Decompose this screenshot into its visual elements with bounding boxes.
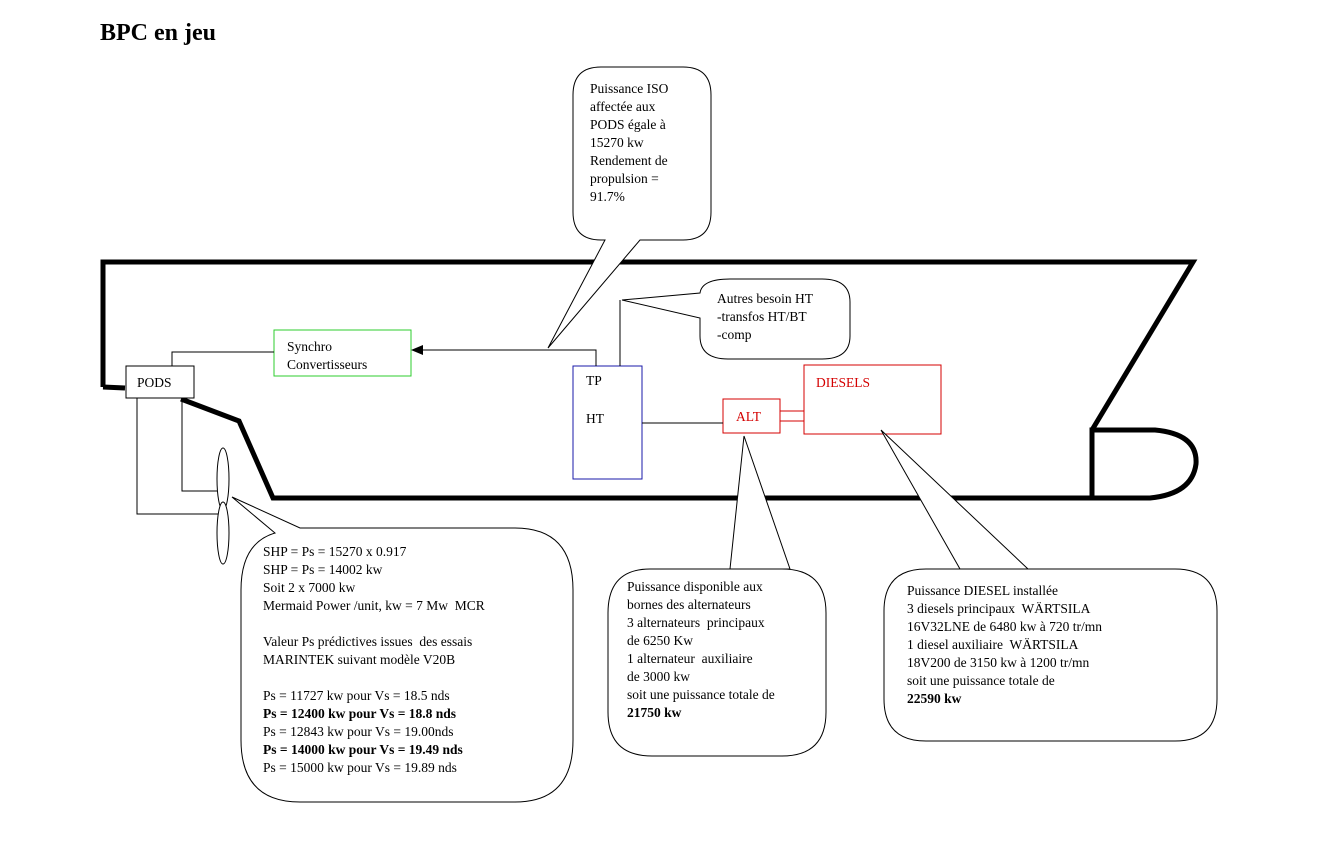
callout-alternators-line: 3 alternateurs principaux bbox=[627, 615, 765, 630]
callout-ht-needs-line: -comp bbox=[717, 327, 752, 342]
callout-iso-line: Rendement de bbox=[590, 153, 668, 168]
callout-diesel-line: 16V32LNE de 6480 kw à 720 tr/mn bbox=[907, 619, 1102, 634]
connection-lines bbox=[136, 300, 723, 515]
callout-shp-line: MARINTEK suivant modèle V20B bbox=[263, 652, 456, 667]
callout-iso-line: 15270 kw bbox=[590, 135, 644, 150]
callout-shp-line: Ps = 12843 kw pour Vs = 19.00nds bbox=[263, 724, 454, 739]
callout-shp-line: Ps = 11727 kw pour Vs = 18.5 nds bbox=[263, 688, 450, 703]
callout-alternators-bubble bbox=[607, 435, 827, 757]
page-title: BPC en jeu bbox=[100, 20, 216, 46]
pods-box bbox=[125, 365, 195, 399]
callout-diesel-line: soit une puissance totale de bbox=[907, 673, 1055, 688]
callout-alternators-line: soit une puissance totale de bbox=[627, 687, 775, 702]
callout-shp-line-bold: Ps = 12400 kw pour Vs = 18.8 nds bbox=[263, 706, 457, 721]
tp-ht-box bbox=[572, 365, 643, 480]
callout-diesel-total: 22590 kw bbox=[907, 691, 962, 706]
callout-shp-line: Mermaid Power /unit, kw = 7 Mw MCR bbox=[263, 598, 485, 613]
callout-alternators-line: bornes des alternateurs bbox=[627, 597, 751, 612]
bulbous-bow bbox=[1089, 427, 1199, 501]
diesels-label: DIESELS bbox=[816, 375, 870, 390]
callout-ht-needs-line: Autres besoin HT bbox=[717, 291, 813, 306]
callout-alternators-line: 1 alternateur auxiliaire bbox=[627, 651, 753, 666]
callout-diesel-bubble bbox=[880, 429, 1218, 742]
alt-diesels-link bbox=[780, 410, 804, 422]
callout-iso-line: PODS égale à bbox=[590, 117, 666, 132]
callout-ht-needs-line: -transfos HT/BT bbox=[717, 309, 807, 324]
alt-label: ALT bbox=[736, 409, 762, 424]
callout-diesel-line: Puissance DIESEL installée bbox=[907, 583, 1058, 598]
callout-iso-line: affectée aux bbox=[590, 99, 656, 114]
callout-alternators-total: 21750 kw bbox=[627, 705, 682, 720]
callout-shp-line: Soit 2 x 7000 kw bbox=[263, 580, 356, 595]
synchro-convertisseurs-box bbox=[273, 329, 412, 377]
arrow-head bbox=[411, 345, 423, 355]
callout-diesel-line: 3 diesels principaux WÄRTSILA bbox=[907, 601, 1091, 616]
pods-label: PODS bbox=[137, 375, 172, 390]
ht-label: HT bbox=[586, 411, 604, 426]
ship-hull bbox=[100, 259, 1198, 501]
callout-shp-line: SHP = Ps = 15270 x 0.917 bbox=[263, 544, 407, 559]
alt-box bbox=[722, 398, 781, 434]
tp-label: TP bbox=[586, 373, 602, 388]
callout-alternators-line: de 3000 kw bbox=[627, 669, 690, 684]
callout-shp-line: Valeur Ps prédictives issues des essais bbox=[263, 634, 473, 649]
callout-iso-line: Puissance ISO bbox=[590, 81, 669, 96]
callout-alternators-line: de 6250 Kw bbox=[627, 633, 693, 648]
callout-ht-needs-bubble bbox=[621, 278, 851, 360]
synchro-label: Synchro bbox=[287, 339, 332, 354]
callout-diesel-line: 18V200 de 3150 kw à 1200 tr/mn bbox=[907, 655, 1090, 670]
callout-iso-line: 91.7% bbox=[590, 189, 625, 204]
callout-shapes bbox=[231, 66, 1218, 803]
callout-shp-line-bold: Ps = 14000 kw pour Vs = 19.49 nds bbox=[263, 742, 463, 757]
propeller-icon bbox=[216, 447, 230, 565]
diesels-box bbox=[803, 364, 942, 435]
callout-shp-line: Ps = 15000 kw pour Vs = 19.89 nds bbox=[263, 760, 457, 775]
callout-shp-line: SHP = Ps = 14002 kw bbox=[263, 562, 383, 577]
callout-iso-line: propulsion = bbox=[590, 171, 659, 186]
convertisseurs-label: Convertisseurs bbox=[287, 357, 368, 372]
callout-shp-bubble bbox=[231, 496, 574, 803]
callout-iso-bubble bbox=[547, 66, 712, 349]
callout-alternators-line: Puissance disponible aux bbox=[627, 579, 763, 594]
callout-diesel-line: 1 diesel auxiliaire WÄRTSILA bbox=[907, 637, 1079, 652]
